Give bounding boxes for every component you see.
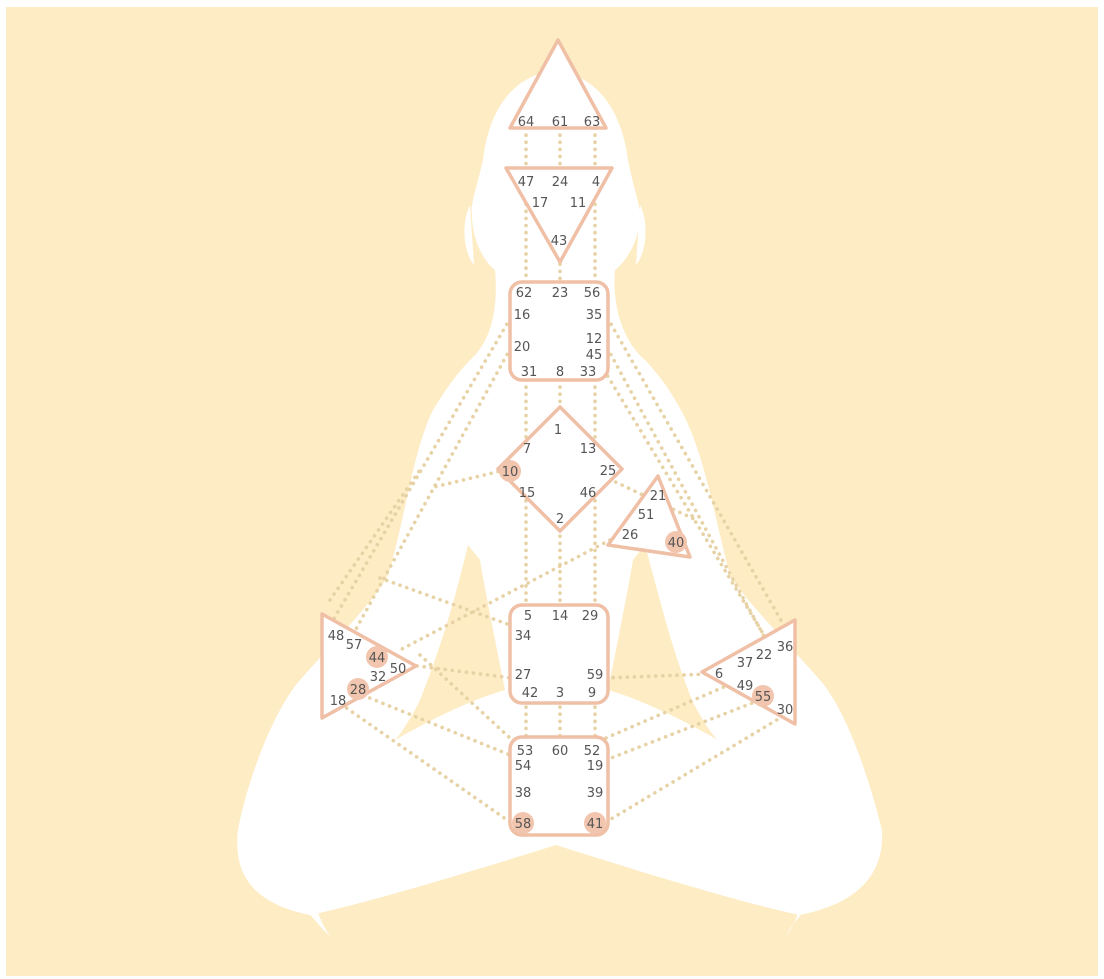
gate-58: 58 [515,817,532,832]
gate-3: 3 [556,686,564,701]
gate-37: 37 [737,656,754,671]
gate-9: 9 [588,686,596,701]
gate-57: 57 [346,638,363,653]
gate-15: 15 [519,486,536,501]
gate-38: 38 [515,786,532,801]
gate-1: 1 [554,423,562,438]
gate-11: 11 [570,196,587,211]
gate-64: 64 [518,115,535,130]
gate-13: 13 [580,442,597,457]
gate-54: 54 [515,759,532,774]
gate-35: 35 [586,308,603,323]
gate-62: 62 [516,286,533,301]
gate-48: 48 [328,629,345,644]
gate-26: 26 [622,528,639,543]
gate-23: 23 [552,286,569,301]
gate-52: 52 [584,744,601,759]
gate-17: 17 [532,196,549,211]
gate-25: 25 [600,464,617,479]
gate-22: 22 [756,648,773,663]
gate-5: 5 [524,609,532,624]
gate-6: 6 [715,667,723,682]
gate-40: 40 [668,536,685,551]
gate-29: 29 [582,609,599,624]
gate-31: 31 [521,365,538,380]
gate-53: 53 [517,744,534,759]
gate-50: 50 [390,662,407,677]
gate-60: 60 [552,744,569,759]
gate-46: 46 [580,486,597,501]
gate-59: 59 [587,668,604,683]
gate-42: 42 [522,686,539,701]
gate-32: 32 [370,670,387,685]
gate-30: 30 [777,703,794,718]
gate-20: 20 [514,340,531,355]
gate-55: 55 [755,690,772,705]
gate-7: 7 [523,442,531,457]
gate-2: 2 [556,512,564,527]
gate-8: 8 [556,365,564,380]
gate-28: 28 [350,683,367,698]
gate-36: 36 [777,640,794,655]
gate-47: 47 [518,175,535,190]
gate-21: 21 [650,489,667,504]
gate-61: 61 [552,115,569,130]
gate-43: 43 [551,234,568,249]
gate-44: 44 [369,651,386,666]
center-root: 53 60 52 54 19 38 39 58 41 [510,737,608,835]
gate-27: 27 [515,668,532,683]
gate-49: 49 [737,679,754,694]
gate-39: 39 [587,786,604,801]
gate-41: 41 [587,817,604,832]
gate-16: 16 [514,308,531,323]
gate-24: 24 [552,175,569,190]
gate-56: 56 [584,286,601,301]
center-sacral: 5 14 29 34 27 59 42 3 9 [510,605,608,703]
gate-18: 18 [330,694,347,709]
gate-4: 4 [592,175,600,190]
gate-45: 45 [586,348,603,363]
gate-63: 63 [584,115,601,130]
gate-12: 12 [586,332,603,347]
gate-34: 34 [515,629,532,644]
gate-19: 19 [587,759,604,774]
gate-51: 51 [638,508,655,523]
gate-33: 33 [580,365,597,380]
gate-10: 10 [502,465,519,480]
gate-14: 14 [552,609,569,624]
